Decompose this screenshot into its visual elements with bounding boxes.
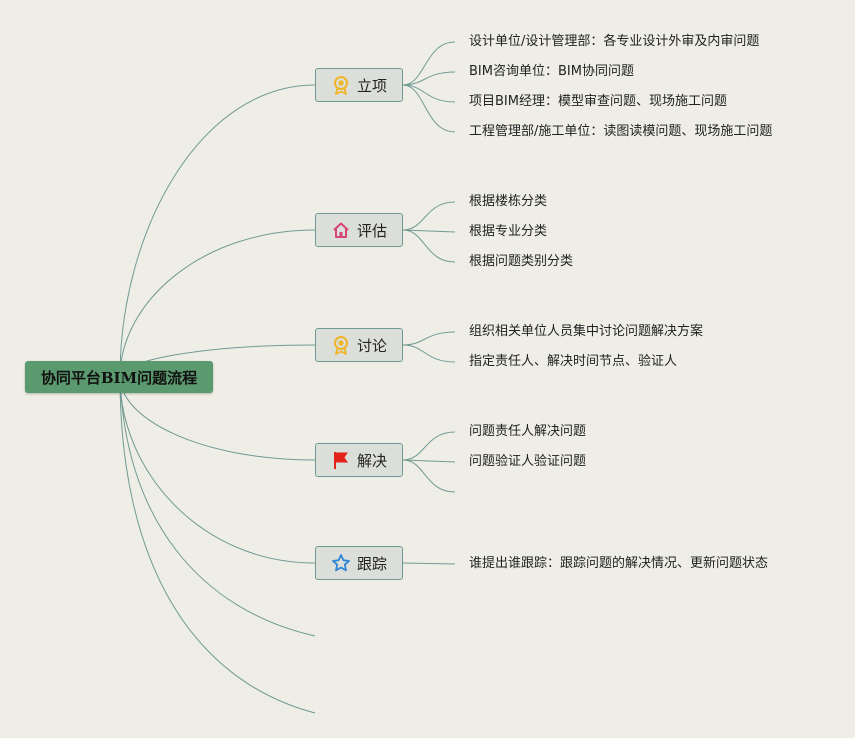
connector-line [119,376,316,714]
leaf-item[interactable]: 问题责任人解决问题 [469,424,587,439]
branch-node-lixiang[interactable]: 立项 [315,68,403,102]
branch-label: 讨论 [356,336,387,355]
connector-line [402,84,456,133]
award-badge-icon [331,335,351,355]
leaf-item[interactable]: 根据问题类别分类 [469,254,574,269]
branch-label: 立项 [356,76,387,95]
connector-line [402,41,456,86]
connector-line [402,344,456,363]
branch-node-pinggu[interactable]: 评估 [315,213,403,247]
leaf-item[interactable]: BIM咨询单位：BIM协同问题 [469,64,634,79]
leaf-item[interactable]: 谁提出谁跟踪：跟踪问题的解决情况、更新问题状态 [469,556,769,571]
root-node[interactable]: 协同平台BIM问题流程 [25,361,213,393]
connector-line [119,376,316,564]
leaf-item[interactable]: 根据楼栋分类 [469,194,548,209]
red-flag-icon [331,450,351,470]
connector-line [119,376,316,637]
root-label: 协同平台BIM问题流程 [40,368,198,387]
award-badge-icon [331,75,351,95]
connector-line [402,431,456,461]
connector-line [119,229,316,378]
branch-label: 跟踪 [356,554,387,573]
home-icon [331,220,351,240]
connector-line [402,459,456,463]
leaf-item[interactable]: 组织相关单位人员集中讨论问题解决方案 [469,324,704,339]
connector-line [402,459,456,493]
leaf-item[interactable]: 设计单位/设计管理部：各专业设计外审及内审问题 [469,34,760,49]
connector-line [402,201,456,231]
connector-line [402,229,456,233]
branch-node-jiejue[interactable]: 解决 [315,443,403,477]
leaf-item[interactable]: 问题验证人验证问题 [469,454,587,469]
leaf-item[interactable]: 工程管理部/施工单位：读图读模问题、现场施工问题 [469,124,773,139]
connector-line [119,84,316,378]
leaf-item[interactable]: 指定责任人、解决时间节点、验证人 [469,354,678,369]
branch-label: 解决 [356,451,387,470]
connector-line [402,84,456,103]
connector-line [402,229,456,263]
leaf-item[interactable]: 项目BIM经理：模型审查问题、现场施工问题 [469,94,727,109]
branch-node-taolun[interactable]: 讨论 [315,328,403,362]
connector-line [402,71,456,86]
branch-node-genzong[interactable]: 跟踪 [315,546,403,580]
connector-line [402,562,456,565]
branch-label: 评估 [356,221,387,240]
leaf-item[interactable]: 根据专业分类 [469,224,548,239]
star-outline-icon [331,553,351,573]
connector-line [402,331,456,346]
